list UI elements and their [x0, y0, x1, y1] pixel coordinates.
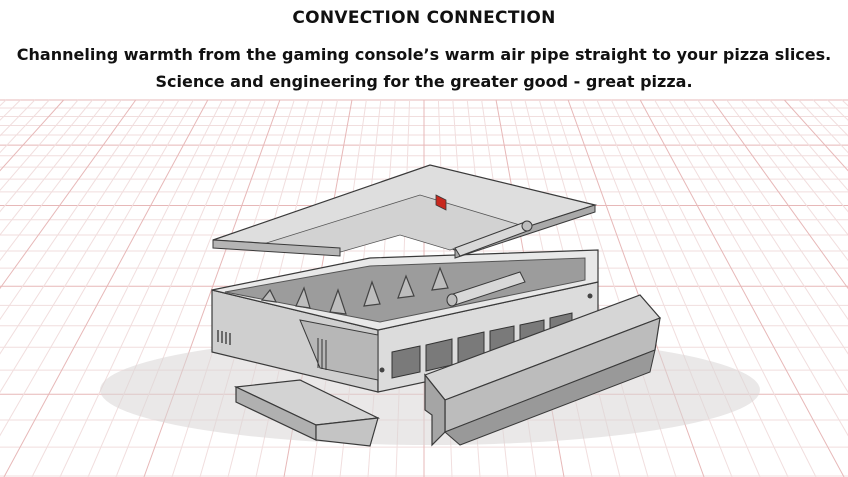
lid-hinge-pipe	[454, 220, 533, 257]
side-vent-marks	[217, 330, 231, 345]
grid-line	[0, 99, 79, 192]
grid-line	[0, 99, 180, 394]
grid-line	[769, 99, 848, 192]
screw-hole-left	[379, 367, 385, 373]
grid-line	[783, 99, 848, 172]
grid-line	[740, 99, 848, 236]
lid-red-accent	[435, 194, 447, 211]
grid-line	[668, 99, 848, 394]
subtitle-line-2: Science and engineering for the greater …	[155, 72, 693, 91]
grid-line	[87, 99, 252, 477]
grid-line	[59, 99, 238, 477]
screw-hole-right	[587, 293, 593, 299]
grid-line	[3, 99, 209, 477]
grid-line	[0, 99, 93, 213]
duct-vent-lines	[317, 338, 327, 370]
grid-line	[0, 99, 65, 172]
grid-line	[755, 99, 848, 213]
grid-line	[639, 99, 845, 477]
subtitle-line-1: Channeling warmth from the gaming consol…	[16, 45, 832, 64]
grid-line	[31, 99, 223, 477]
grid-line	[0, 99, 165, 355]
grid-line	[0, 99, 194, 437]
grid-line	[625, 99, 817, 477]
side-cover-part	[233, 379, 381, 447]
grid-line	[0, 99, 151, 321]
grid-line	[726, 99, 848, 262]
lid-front-edge	[212, 239, 341, 257]
page-title: CONVECTION CONNECTION	[292, 8, 556, 28]
grid-line	[711, 99, 848, 290]
internal-duct	[299, 319, 379, 381]
grid-line	[683, 99, 848, 355]
grid-line	[610, 99, 789, 477]
grid-line	[0, 99, 122, 262]
front-cover-part	[424, 294, 662, 447]
grid-line	[0, 99, 108, 236]
grid-line	[0, 99, 137, 290]
box-hinge-pipe	[446, 271, 526, 307]
grid-line	[697, 99, 848, 321]
grid-line	[596, 99, 761, 477]
grid-line	[654, 99, 848, 437]
cavity-partitions	[260, 266, 449, 315]
